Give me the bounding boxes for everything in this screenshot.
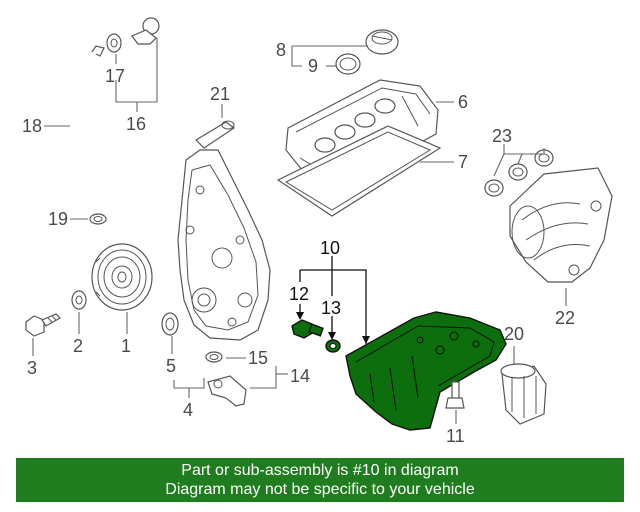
callout-1: 1: [121, 336, 131, 356]
callout-6: 6: [458, 92, 468, 112]
crankshaft-key: [71, 290, 87, 310]
callout-15: 15: [248, 348, 268, 368]
timing-chain-guide-21: [195, 120, 236, 149]
callout-21: 21: [210, 84, 230, 104]
callout-12: 12: [289, 284, 309, 304]
valve-cover-gasket: [276, 125, 442, 217]
crankshaft-pulley: [91, 243, 153, 311]
callout-11: 11: [446, 426, 465, 446]
drain-plug-washer-highlighted: [325, 339, 341, 353]
front-seal: [161, 312, 179, 336]
intake-manifold: [509, 167, 613, 283]
callout-14: 14: [290, 366, 310, 386]
dipstick-o-ring: [89, 213, 107, 225]
callout-4: 4: [183, 400, 193, 420]
callout-10: 10: [320, 238, 340, 258]
oil-cap-seal: [335, 53, 361, 75]
callout-8: 8: [276, 40, 286, 60]
timing-cover: [177, 149, 271, 341]
leader-lines: [32, 38, 567, 424]
callout-5: 5: [166, 356, 176, 376]
callout-17: 17: [105, 66, 125, 86]
callout-2: 2: [73, 336, 83, 356]
banner-line-2: Diagram may not be specific to your vehi…: [165, 481, 475, 498]
callout-labels: 1 2 3 4 5 6 7 8 9 10 11 12 13 14 15 16 1…: [22, 40, 575, 446]
callout-3: 3: [27, 358, 37, 378]
leader-lines-highlighted: [296, 256, 370, 344]
callout-13: 13: [321, 298, 341, 318]
callout-7: 7: [458, 152, 468, 172]
banner-line-1: Part or sub-assembly is #10 in diagram: [181, 462, 459, 479]
callout-19: 19: [48, 209, 68, 229]
pulley-bolt: [25, 313, 61, 337]
crank-sensor-14: [207, 375, 247, 407]
oil-filler-cap-16: [131, 17, 160, 45]
oil-cap: [365, 29, 399, 55]
callout-22: 22: [555, 308, 575, 328]
callout-23: 23: [492, 126, 512, 146]
oil-filter-stud: [445, 381, 465, 409]
oil-pan-highlighted: [345, 311, 507, 431]
oil-filter: [500, 363, 547, 425]
drain-plug-highlighted: [291, 319, 324, 339]
sensor-o-ring-15: [205, 351, 223, 363]
notice-banner: Part or sub-assembly is #10 in diagram D…: [16, 458, 624, 502]
callout-20: 20: [504, 324, 524, 344]
dipstick-tube: [70, 45, 105, 206]
callout-16: 16: [126, 114, 146, 134]
callout-9: 9: [308, 56, 318, 76]
engine-parts-diagram: 1 2 3 4 5 6 7 8 9 10 11 12 13 14 15 16 1…: [22, 17, 613, 446]
oil-filler-gasket-17: [106, 33, 122, 53]
callout-18: 18: [22, 116, 42, 136]
